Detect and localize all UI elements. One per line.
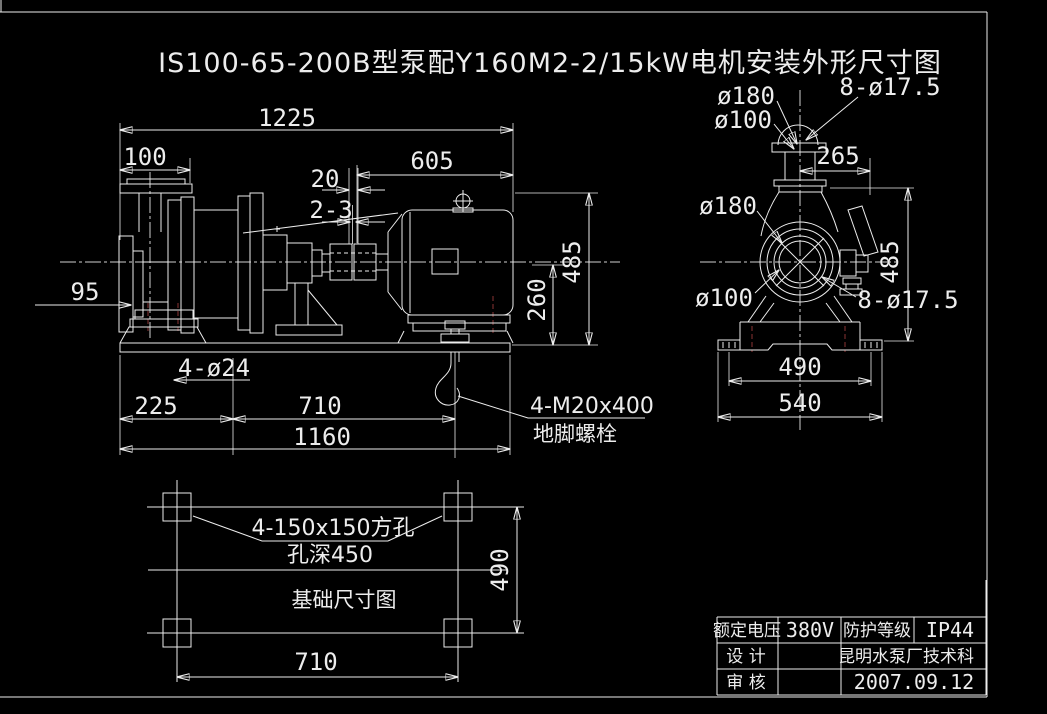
protection-label: 防护等级 (843, 621, 911, 641)
review-value: 2007.09.12 (854, 670, 974, 694)
title-block: 额定电压 380V 防护等级 IP44 设 计 昆明水泵厂技术科 审 核 200… (713, 580, 987, 696)
drawing-frame (0, 0, 988, 698)
foundation-hole (162, 492, 192, 522)
coupling (329, 243, 377, 281)
dim-1160: 1160 (293, 423, 351, 451)
foundation-holes-note2: 孔深450 (287, 543, 373, 568)
anchor-bolt-spec: 4-M20x400 (530, 394, 654, 419)
dim-8-d17-top: 8-ø17.5 (839, 73, 940, 101)
discharge-flange-top (771, 124, 827, 193)
foundation-view: 4-150x150方孔 孔深450 基础尺寸图 490 710 (147, 480, 524, 682)
dim-2-3: 2-3 (309, 196, 352, 224)
dim-710-foundation: 710 (294, 648, 337, 676)
dim-20: 20 (311, 165, 340, 193)
foundation-hole (443, 492, 473, 522)
foundation-holes-note1: 4-150x150方孔 (252, 516, 415, 541)
pump-casing (167, 192, 264, 334)
design-value: 昆明水泵厂技术科 (838, 647, 974, 667)
pump-suction-flange (118, 235, 168, 333)
pump-pedestal-front (717, 295, 883, 351)
dim-95: 95 (71, 278, 100, 306)
dim-4-d24: 4-ø24 (178, 354, 250, 382)
dim-265: 265 (816, 142, 859, 170)
dim-605: 605 (410, 147, 453, 175)
drawing-title: IS100-65-200B型泵配Y160M2-2/15kW电机安装外形尺寸图 (158, 48, 942, 79)
dim-8-d17-mid: 8-ø17.5 (857, 286, 958, 314)
dim-490-front: 490 (778, 353, 821, 381)
dim-d100-top: ø100 (714, 106, 772, 134)
baseplate (119, 342, 511, 353)
side-view: 1225 100 605 20 2-3 485 260 95 4-ø24 225… (35, 104, 654, 458)
dim-260: 260 (523, 278, 551, 321)
foundation-hole (443, 618, 473, 648)
rated-voltage-label: 额定电压 (713, 621, 781, 641)
design-label: 设 计 (726, 647, 765, 667)
foundation-caption: 基础尺寸图 (292, 588, 397, 612)
dim-540: 540 (778, 389, 821, 417)
front-view: ø180 ø100 8-ø17.5 265 ø180 ø100 485 8-ø1… (695, 73, 959, 430)
dim-490-foundation: 490 (486, 548, 514, 591)
dim-1225: 1225 (258, 104, 316, 132)
pump-foot (119, 309, 207, 344)
dim-710-side: 710 (298, 392, 341, 420)
protection-value: IP44 (926, 618, 974, 642)
dim-d180-mid: ø180 (699, 192, 757, 220)
anchor-bolt (434, 320, 470, 458)
anchor-bolt-label: 地脚螺栓 (533, 422, 617, 446)
pump-casing-front (759, 191, 879, 303)
dim-225: 225 (134, 392, 177, 420)
motor (375, 190, 514, 344)
side-view-dimensions: 1225 100 605 20 2-3 485 260 95 4-ø24 225… (35, 104, 654, 455)
rated-voltage-value: 380V (786, 618, 834, 642)
dim-485-front: 485 (876, 240, 904, 283)
dim-d100-mid: ø100 (695, 284, 753, 312)
front-view-dimensions: ø180 ø100 8-ø17.5 265 ø180 ø100 485 8-ø1… (695, 73, 959, 422)
review-label: 审 核 (726, 673, 765, 693)
dim-d180-top: ø180 (717, 82, 775, 110)
dim-100: 100 (123, 143, 166, 171)
foundation-hole (162, 618, 192, 648)
dim-485-side: 485 (558, 240, 586, 283)
bearing-frame (242, 212, 399, 336)
